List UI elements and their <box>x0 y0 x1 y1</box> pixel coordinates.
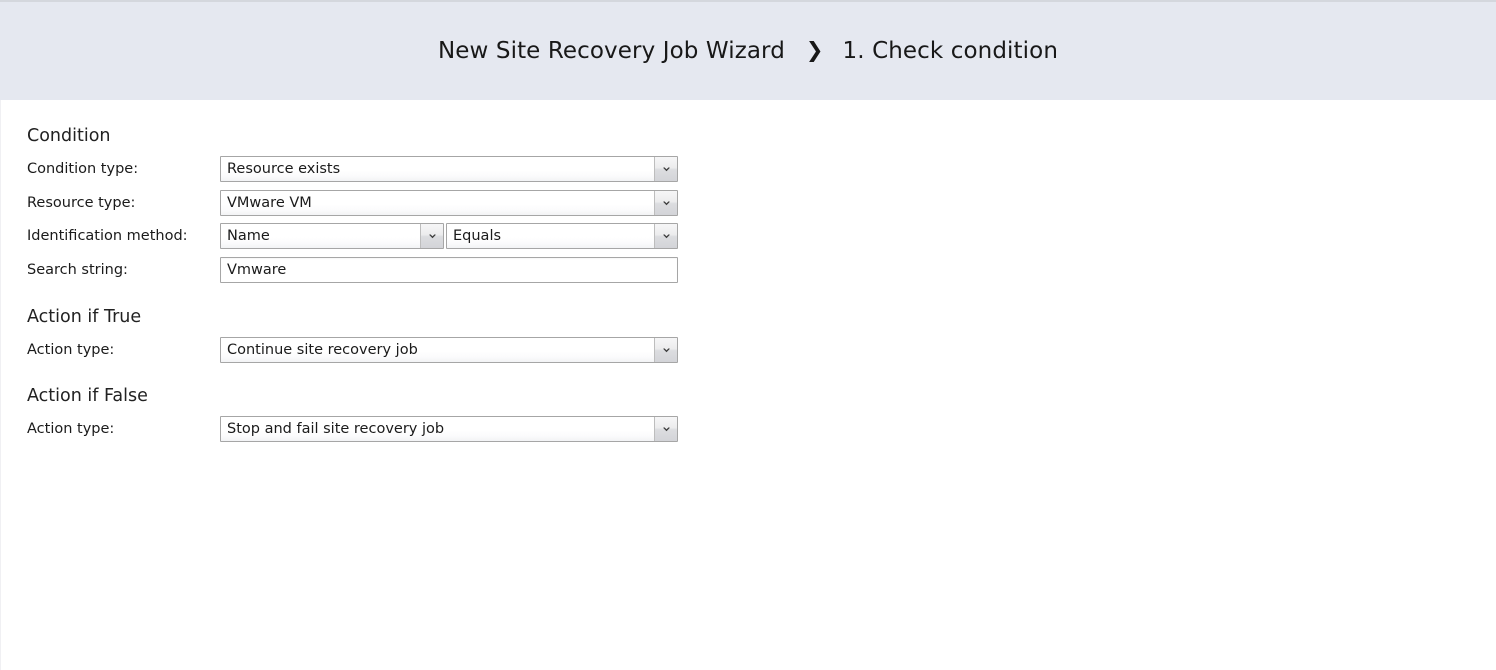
select-action-type-true[interactable]: Continue site recovery job <box>220 337 678 363</box>
top-divider <box>0 0 1496 2</box>
field-search-string: Search string: Vmware <box>1 257 701 283</box>
label-action-type-false: Action type: <box>27 420 115 437</box>
section-action-if-false: Action if False Action type: Stop and fa… <box>1 384 701 463</box>
wizard-content-panel: Condition Condition type: Resource exist… <box>0 100 1496 670</box>
field-condition-type: Condition type: Resource exists <box>1 156 701 182</box>
section-title-action-if-false: Action if False <box>27 386 148 406</box>
breadcrumb: New Site Recovery Job Wizard ❯ 1. Check … <box>438 37 1058 64</box>
wizard-header: New Site Recovery Job Wizard ❯ 1. Check … <box>0 2 1496 100</box>
select-action-type-false[interactable]: Stop and fail site recovery job <box>220 416 678 442</box>
field-action-type-false: Action type: Stop and fail site recovery… <box>1 416 701 442</box>
section-action-if-true: Action if True Action type: Continue sit… <box>1 305 701 384</box>
label-identification-method: Identification method: <box>27 227 188 244</box>
select-condition-type[interactable]: Resource exists <box>220 156 678 182</box>
section-title-condition: Condition <box>27 126 111 146</box>
chevron-down-icon[interactable] <box>654 338 677 362</box>
select-action-type-false-value: Stop and fail site recovery job <box>227 420 445 437</box>
field-resource-type: Resource type: VMware VM <box>1 190 701 216</box>
chevron-right-icon: ❯ <box>805 37 824 62</box>
field-action-type-true: Action type: Continue site recovery job <box>1 337 701 363</box>
section-condition: Condition Condition type: Resource exist… <box>1 100 701 285</box>
label-action-type-true: Action type: <box>27 341 115 358</box>
chevron-down-icon[interactable] <box>654 157 677 181</box>
label-condition-type: Condition type: <box>27 160 139 177</box>
chevron-down-icon[interactable] <box>420 224 443 248</box>
label-search-string: Search string: <box>27 261 128 278</box>
breadcrumb-step-current: 1. Check condition <box>842 37 1058 64</box>
select-resource-type[interactable]: VMware VM <box>220 190 678 216</box>
wizard-title: New Site Recovery Job Wizard <box>438 37 785 64</box>
chevron-down-icon[interactable] <box>654 417 677 441</box>
chevron-down-icon[interactable] <box>654 191 677 215</box>
section-title-action-if-true: Action if True <box>27 307 142 327</box>
select-identification-operator[interactable]: Equals <box>446 223 678 249</box>
select-identification-operator-value: Equals <box>453 227 502 244</box>
select-identification-attribute[interactable]: Name <box>220 223 444 249</box>
select-condition-type-value: Resource exists <box>227 160 341 177</box>
select-action-type-true-value: Continue site recovery job <box>227 341 418 358</box>
select-identification-attribute-value: Name <box>227 227 270 244</box>
search-string-input[interactable]: Vmware <box>220 257 678 283</box>
field-identification-method: Identification method: Name Equals <box>1 223 701 249</box>
chevron-down-icon[interactable] <box>654 224 677 248</box>
select-resource-type-value: VMware VM <box>227 194 312 211</box>
label-resource-type: Resource type: <box>27 194 136 211</box>
